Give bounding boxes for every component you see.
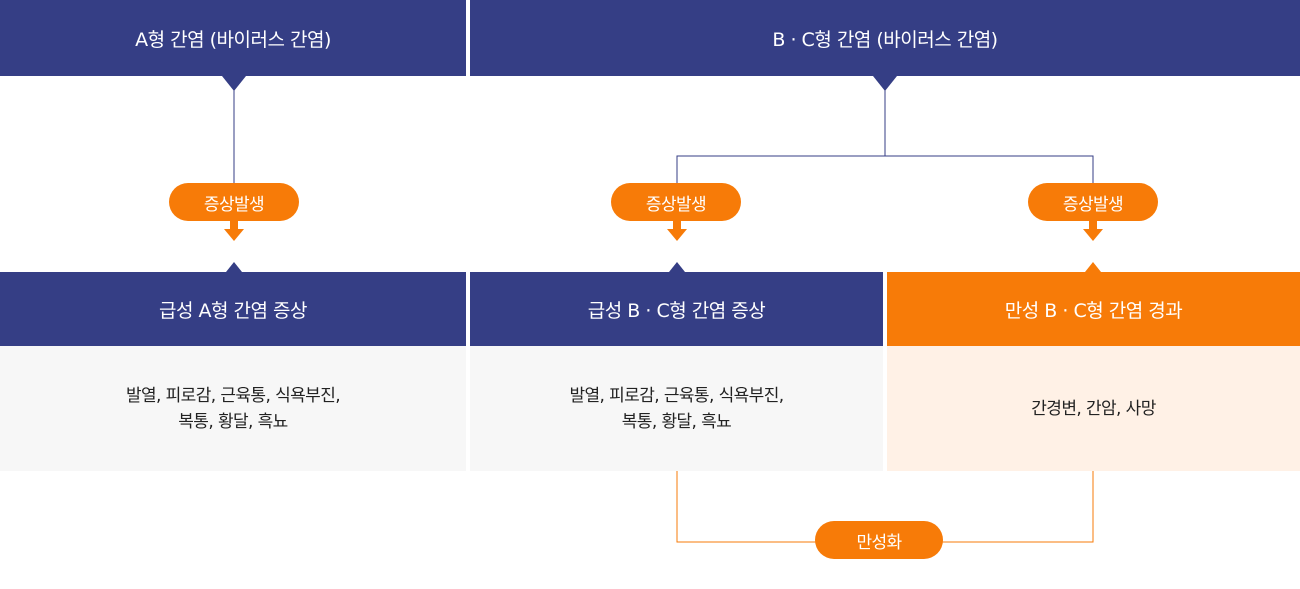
bc-acute-onset-pill: 증상발생 xyxy=(611,183,741,221)
a-type-header-label: A형 간염 (바이러스 간염) xyxy=(135,28,331,51)
chronic-bc-pointer xyxy=(1085,262,1101,272)
acute-a-header: 급성 A형 간염 증상 xyxy=(0,272,466,346)
acute-bc-symptoms-line-2: 복통, 황달, 흑뇨 xyxy=(621,411,732,432)
acute-a-pointer xyxy=(226,262,242,272)
bc-chronic-onset-pill: 증상발생 xyxy=(1028,183,1158,221)
acute-bc-symptoms: 발열, 피로감, 근육통, 식욕부진, 복통, 황달, 흑뇨 xyxy=(470,346,883,471)
bc-type-header-label: B · C형 간염 (바이러스 간염) xyxy=(772,28,998,51)
chronic-conversion-label: 만성화 xyxy=(856,532,902,553)
bc-type-header: B · C형 간염 (바이러스 간염) xyxy=(470,0,1300,76)
acute-a-symptoms: 발열, 피로감, 근육통, 식욕부진, 복통, 황달, 흑뇨 xyxy=(0,346,466,471)
chronic-bc-course-line-1: 간경변, 간암, 사망 xyxy=(1031,398,1156,419)
chronic-bc-title: 만성 B · C형 간염 경과 xyxy=(1004,299,1183,322)
acute-bc-pointer xyxy=(669,262,685,272)
chronic-conversion-pill: 만성화 xyxy=(815,521,943,559)
acute-bc-symptoms-line-1: 발열, 피로감, 근육통, 식욕부진, xyxy=(569,385,784,406)
bc-acute-down-arrow xyxy=(667,220,687,241)
chronic-bc-header: 만성 B · C형 간염 경과 xyxy=(887,272,1300,346)
chronic-bc-course: 간경변, 간암, 사망 xyxy=(887,346,1300,471)
acute-bc-header: 급성 B · C형 간염 증상 xyxy=(470,272,883,346)
a-onset-pill: 증상발생 xyxy=(169,183,299,221)
bc-chronic-down-arrow xyxy=(1083,220,1103,241)
a-header-pointer xyxy=(222,76,246,91)
bc-acute-onset-label: 증상발생 xyxy=(645,194,707,215)
a-onset-label: 증상발생 xyxy=(203,194,265,215)
acute-bc-title: 급성 B · C형 간염 증상 xyxy=(587,299,766,322)
bc-header-pointer xyxy=(873,76,897,91)
a-type-header: A형 간염 (바이러스 간염) xyxy=(0,0,466,76)
acute-a-symptoms-line-1: 발열, 피로감, 근육통, 식욕부진, xyxy=(125,385,341,406)
bc-branch-right xyxy=(885,155,1094,186)
a-down-arrow xyxy=(224,220,244,241)
bc-branch-left xyxy=(676,155,885,186)
acute-a-title: 급성 A형 간염 증상 xyxy=(159,299,307,322)
bc-chronic-onset-label: 증상발생 xyxy=(1062,194,1124,215)
acute-a-symptoms-line-2: 복통, 황달, 흑뇨 xyxy=(178,411,288,432)
